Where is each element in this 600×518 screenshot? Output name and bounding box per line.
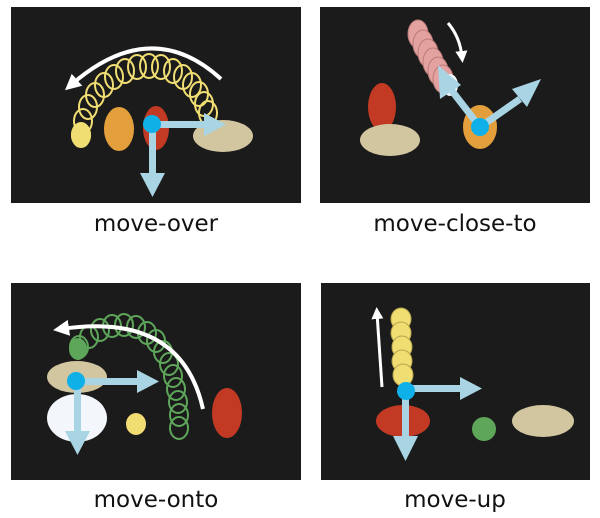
axis-arrows	[438, 65, 541, 127]
motion-arrow	[448, 23, 462, 57]
panel-move-onto	[11, 283, 301, 480]
green-ellipse	[472, 417, 496, 441]
origin-dot	[471, 118, 489, 136]
motion-arrow	[377, 313, 382, 387]
green-ellipse	[69, 338, 87, 360]
caption-move-over: move-over	[6, 210, 306, 238]
origin-dot	[397, 382, 415, 400]
move-onto-scene	[11, 283, 301, 480]
yellow-ellipse	[71, 123, 91, 147]
yellow-trail	[391, 308, 413, 386]
red-ellipse	[212, 388, 242, 438]
caption-move-onto: move-onto	[6, 486, 306, 514]
origin-dot	[143, 115, 161, 133]
yellow-ellipse	[126, 413, 146, 435]
tan-ellipse	[360, 124, 420, 156]
panel-move-close-to	[320, 7, 590, 203]
move-up-scene	[321, 283, 590, 480]
red-ellipse	[368, 83, 396, 131]
orange-ellipse	[104, 107, 134, 151]
panel-move-over	[11, 7, 301, 203]
tan-ellipse	[512, 405, 574, 437]
origin-dot	[67, 372, 85, 390]
move-over-scene	[11, 7, 301, 203]
panel-move-up	[321, 283, 590, 480]
caption-move-up: move-up	[305, 486, 600, 514]
caption-move-close-to: move-close-to	[305, 210, 600, 238]
move-close-to-scene	[320, 7, 590, 203]
